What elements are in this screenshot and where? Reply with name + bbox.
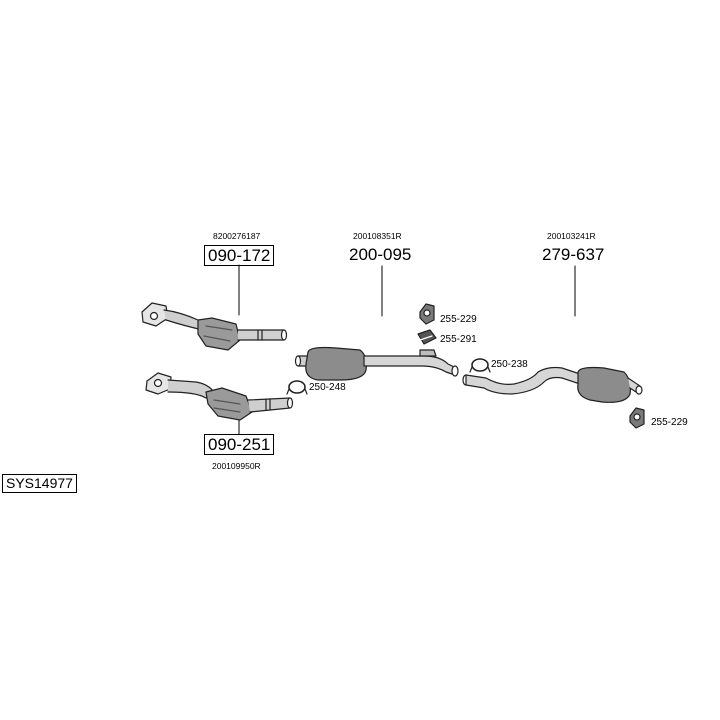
rear-silencer-279-637[interactable]: [462, 366, 643, 403]
accessory-label-255-229-right[interactable]: 255-229: [651, 417, 688, 428]
accessory-label-250-238[interactable]: 250-238: [491, 359, 528, 370]
rubber-mount-icon-255-291[interactable]: [417, 329, 437, 345]
oem-label-279-637: 200103241R: [547, 231, 596, 241]
catalytic-converter-090-172[interactable]: [141, 302, 288, 351]
oem-label-200-095: 200108351R: [353, 231, 402, 241]
part-number-090-251[interactable]: 090-251: [204, 434, 275, 455]
part-number-279-637[interactable]: 279-637: [542, 245, 605, 264]
clamp-icon-250-248[interactable]: [286, 380, 308, 395]
system-code: SYS14977: [2, 474, 77, 493]
part-number-090-172[interactable]: 090-172: [204, 245, 275, 266]
catalytic-converter-090-251[interactable]: [145, 372, 294, 421]
leader-lines: [238, 264, 576, 435]
accessory-label-255-229-top[interactable]: 255-229: [440, 314, 477, 325]
hanger-icon-255-229-top[interactable]: [419, 303, 435, 325]
accessory-label-255-291[interactable]: 255-291: [440, 334, 477, 345]
part-number-200-095[interactable]: 200-095: [349, 245, 412, 264]
oem-label-090-251: 200109950R: [212, 461, 261, 471]
hanger-icon-255-229-right[interactable]: [629, 407, 645, 429]
accessory-label-250-248[interactable]: 250-248: [309, 382, 346, 393]
oem-label-090-172: 8200276187: [213, 231, 261, 241]
middle-silencer-200-095[interactable]: [294, 346, 459, 381]
clamp-icon-250-238[interactable]: [469, 358, 491, 373]
